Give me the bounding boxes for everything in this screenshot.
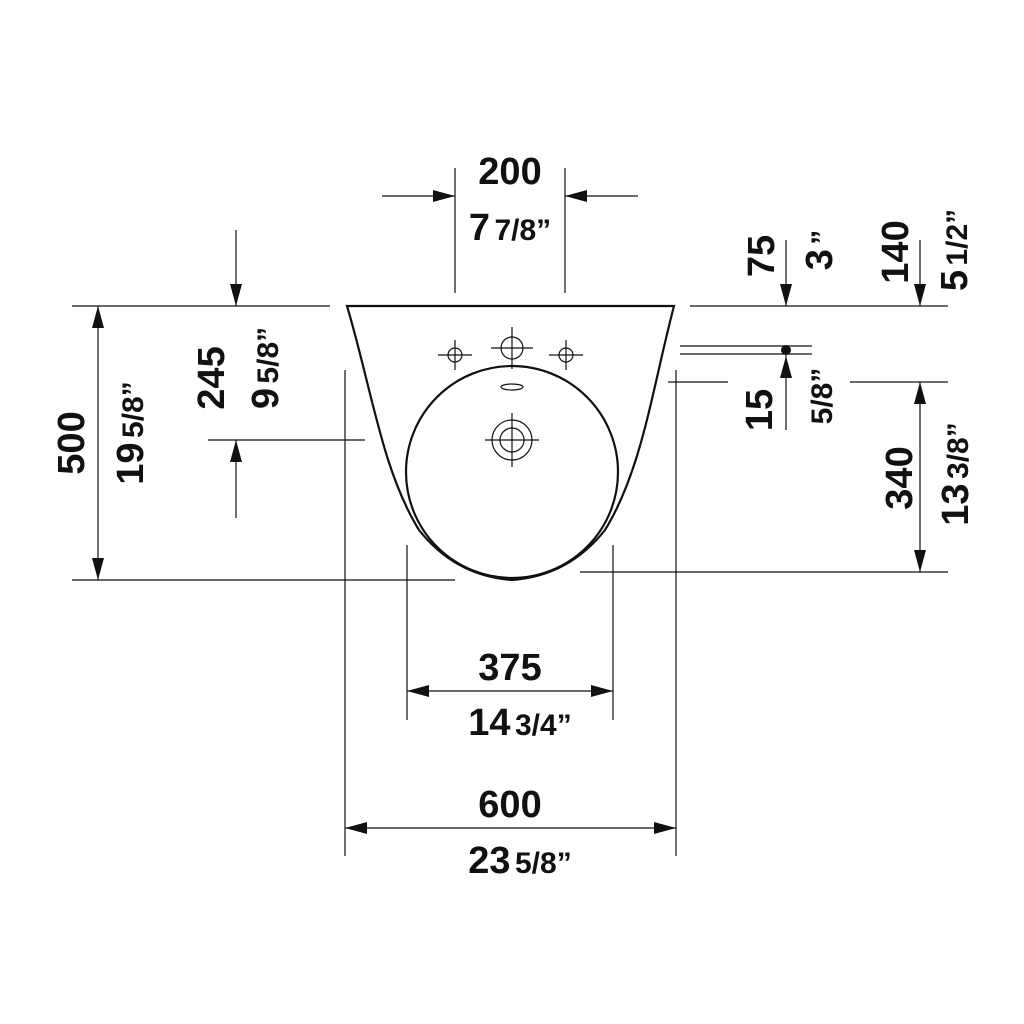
dim-overall-depth: 500 19 5/8” [51,381,152,484]
dim-bowl-depth-inch: 13 3/8” [935,422,977,525]
dimension-lines [92,190,926,834]
overflow-slot [500,383,524,391]
dim-bowl-depth: 340 13 3/8” [879,422,977,525]
dim-overall-width-inch: 23 5/8” [468,840,571,882]
dim-overall-width: 600 23 5/8” [468,784,571,882]
dim-tap-hole-offset: 75 3 ” [741,230,841,277]
dim-tap-spacing-mm: 200 [478,151,541,193]
dim-bowl-center-depth-inch: 9 5/8” [245,327,287,409]
dim-fixing-height: 140 5 1/2” [875,209,976,291]
drain-icon [485,413,539,467]
basin-outline [345,304,676,582]
dim-overall-depth-inch: 19 5/8” [110,381,152,484]
dim-tap-hole-offset-inch: 3 ” [799,230,841,271]
tap-hole-center-icon [491,327,533,369]
dim-fixing-height-mm: 140 [875,220,917,283]
basin [345,304,676,582]
dim-tap-spacing-inch: 7 7/8” [469,207,551,249]
dim-fixing-offset-mm: 15 [739,389,781,431]
dim-fixing-offset: 15 5/8” [739,368,839,432]
dim-bowl-center-depth: 245 9 5/8” [191,327,287,410]
tap-hole-left-icon [438,340,472,370]
dim-tap-hole-offset-mm: 75 [741,235,783,277]
dim-overall-width-mm: 600 [478,784,541,826]
dim-bowl-width-mm: 375 [478,647,541,689]
dim-bowl-center-depth-mm: 245 [191,346,233,409]
dim-tap-spacing: 200 7 7/8” [469,151,551,249]
dim-bowl-width: 375 14 3/4” [468,647,571,744]
bowl-outline [404,364,620,580]
tap-hole-right-icon [549,340,583,370]
dim-fixing-offset-inch: 5/8” [806,368,839,425]
dim-bowl-depth-mm: 340 [879,446,921,509]
dim-overall-depth-mm: 500 [51,411,93,474]
dim-bowl-width-inch: 14 3/4” [468,702,571,744]
dim-fixing-height-inch: 5 1/2” [934,209,976,291]
